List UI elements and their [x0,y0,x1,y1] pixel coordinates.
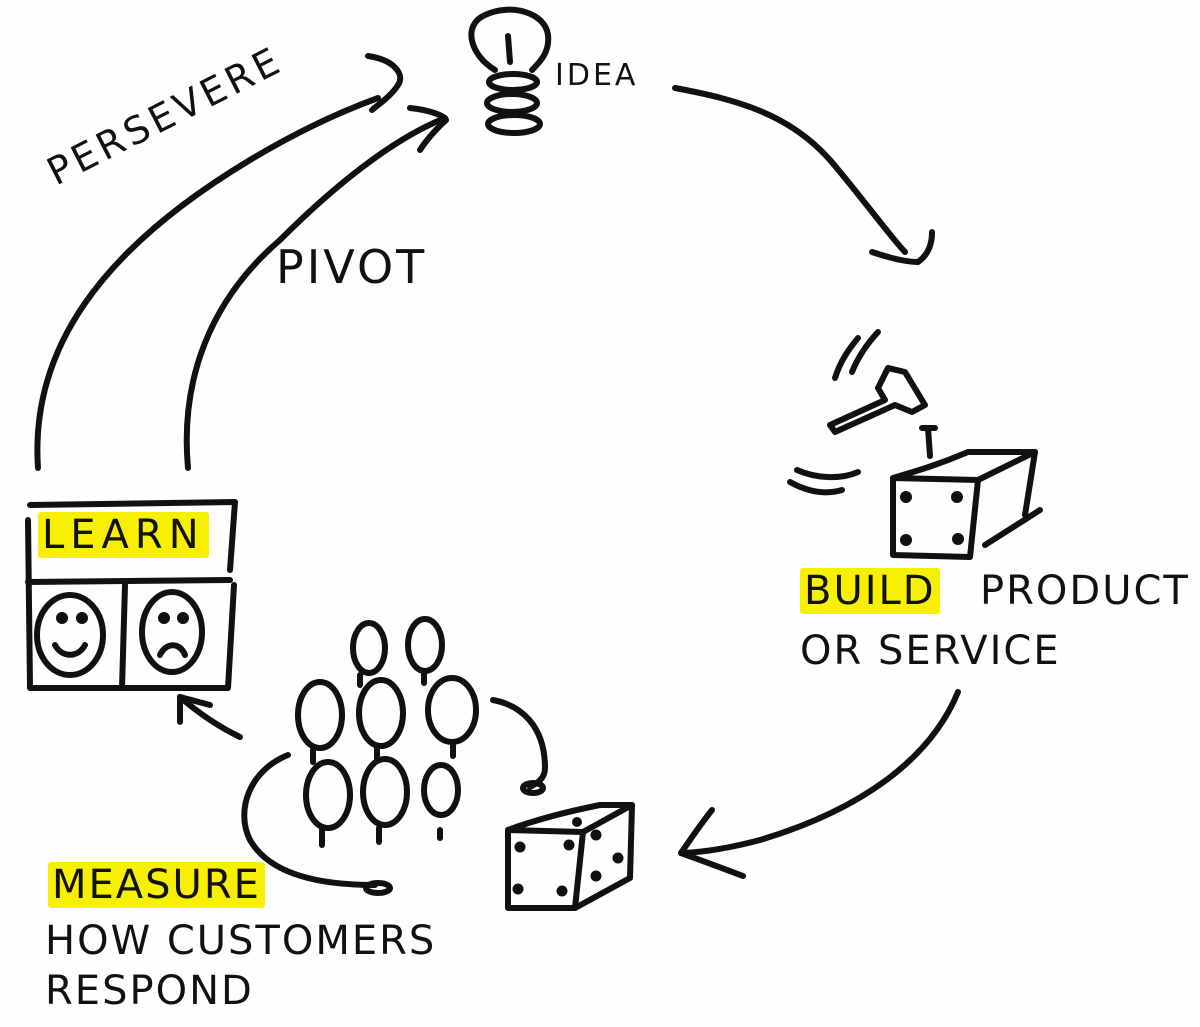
pivot-label: PIVOT [276,240,428,294]
arrow-build-to-measure [678,689,961,879]
hammer-box-icon [787,329,1043,560]
learn-box [25,499,238,691]
idea-label: IDEA [555,58,639,93]
build-caption-line2: OR SERVICE [800,628,1061,674]
sad-face-icon [139,589,205,675]
lightbulb-icon [468,6,552,136]
measure-caption-line2: RESPOND [45,968,254,1014]
learn-label: LEARN [38,512,209,558]
measure-label: MEASURE [48,862,265,908]
build-caption-line1: PRODUCT [980,568,1190,614]
arrow-pivot [183,105,449,471]
product-box-icon [505,802,635,911]
arrow-idea-to-build [672,85,935,265]
measure-caption-line1: HOW CUSTOMERS [45,918,437,964]
build-label: BUILD [800,568,940,614]
arrow-persevere [34,53,404,471]
happy-face-icon [34,592,106,678]
crowd-icon [241,616,548,896]
arrow-measure-to-learn [177,694,243,740]
